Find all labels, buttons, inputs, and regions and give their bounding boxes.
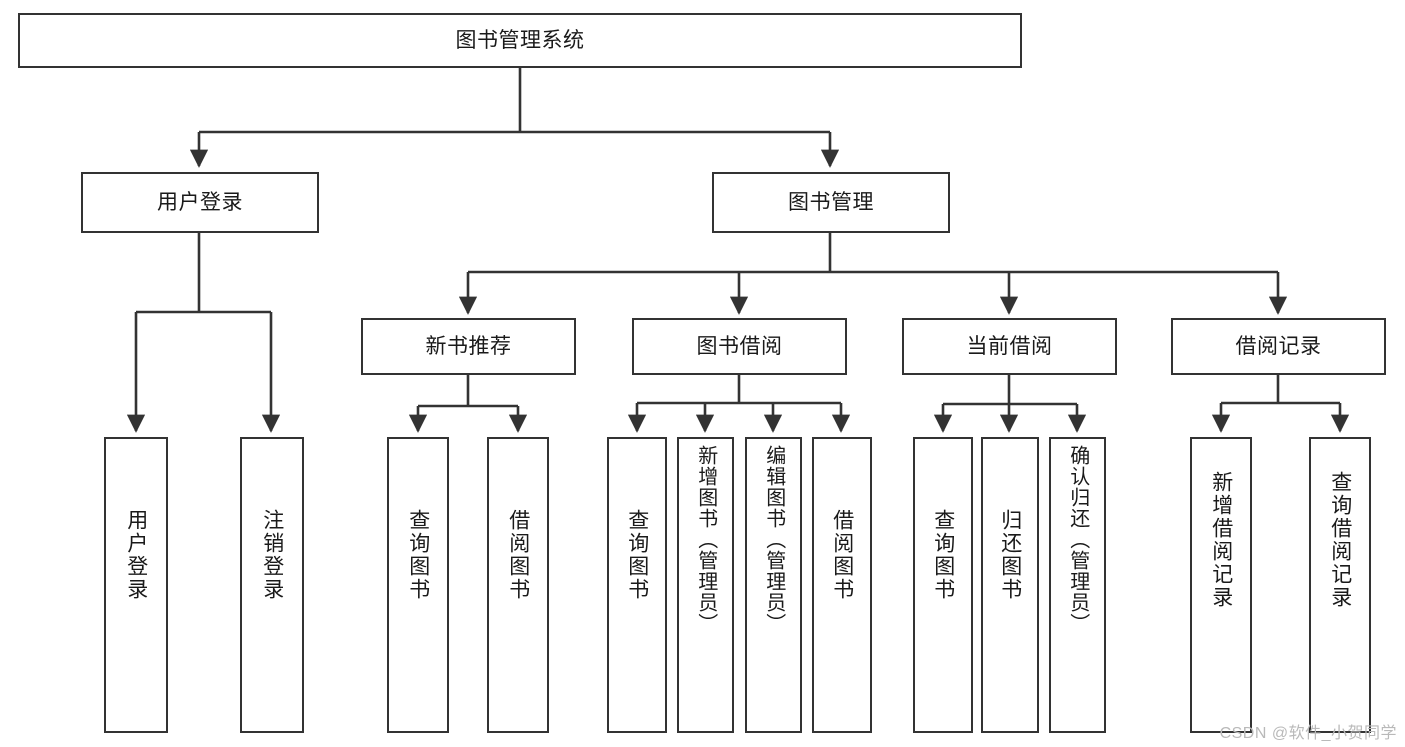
leaf-add-borrow-record[interactable]: 新增借阅记录 <box>1190 437 1252 733</box>
node-borrow-record[interactable]: 借阅记录 <box>1171 318 1386 375</box>
leaf-query-book-current[interactable]: 查询图书 <box>913 437 973 733</box>
node-label: 查询借阅记录 <box>1328 471 1352 609</box>
node-label: 注销登录 <box>260 509 284 601</box>
node-label: 图书管理 <box>788 190 874 214</box>
node-label: 用户登录 <box>124 509 148 601</box>
node-label: 新增借阅记录 <box>1209 471 1233 609</box>
csdn-watermark: CSDN @软件_小贺同学 <box>1219 725 1397 742</box>
node-root-book-management-system[interactable]: 图书管理系统 <box>18 13 1022 68</box>
node-label: 当前借阅 <box>966 334 1053 358</box>
leaf-return-book[interactable]: 归还图书 <box>981 437 1039 733</box>
node-label: 借阅图书 <box>830 509 854 601</box>
node-user-login[interactable]: 用户登录 <box>81 172 319 233</box>
leaf-borrow-book[interactable]: 借阅图书 <box>812 437 872 733</box>
leaf-edit-book-admin[interactable]: 编辑图书（管理员） <box>745 437 802 733</box>
node-label: 新书推荐 <box>425 334 512 358</box>
node-label: 确认归还（管理员） <box>1066 445 1089 634</box>
leaf-query-book-borrow[interactable]: 查询图书 <box>607 437 667 733</box>
node-label: 查询图书 <box>931 509 955 601</box>
node-label: 查询图书 <box>406 509 430 601</box>
leaf-user-login[interactable]: 用户登录 <box>104 437 168 733</box>
node-label: 图书借阅 <box>696 334 783 358</box>
node-label: 借阅记录 <box>1235 334 1322 358</box>
node-label: 归还图书 <box>998 509 1022 601</box>
leaf-add-book-admin[interactable]: 新增图书（管理员） <box>677 437 734 733</box>
leaf-query-borrow-record[interactable]: 查询借阅记录 <box>1309 437 1371 733</box>
leaf-borrow-book-recommend[interactable]: 借阅图书 <box>487 437 549 733</box>
node-new-book-recommend[interactable]: 新书推荐 <box>361 318 576 375</box>
leaf-query-book-recommend[interactable]: 查询图书 <box>387 437 449 733</box>
node-label: 新增图书（管理员） <box>694 445 717 634</box>
leaf-user-logout[interactable]: 注销登录 <box>240 437 304 733</box>
node-current-borrow[interactable]: 当前借阅 <box>902 318 1117 375</box>
node-label: 图书管理系统 <box>455 28 585 52</box>
leaf-confirm-return-admin[interactable]: 确认归还（管理员） <box>1049 437 1106 733</box>
node-label: 用户登录 <box>157 190 243 214</box>
node-book-borrow[interactable]: 图书借阅 <box>632 318 847 375</box>
node-label: 编辑图书（管理员） <box>762 445 785 634</box>
node-book-management[interactable]: 图书管理 <box>712 172 950 233</box>
node-label: 查询图书 <box>625 509 649 601</box>
node-label: 借阅图书 <box>506 509 530 601</box>
